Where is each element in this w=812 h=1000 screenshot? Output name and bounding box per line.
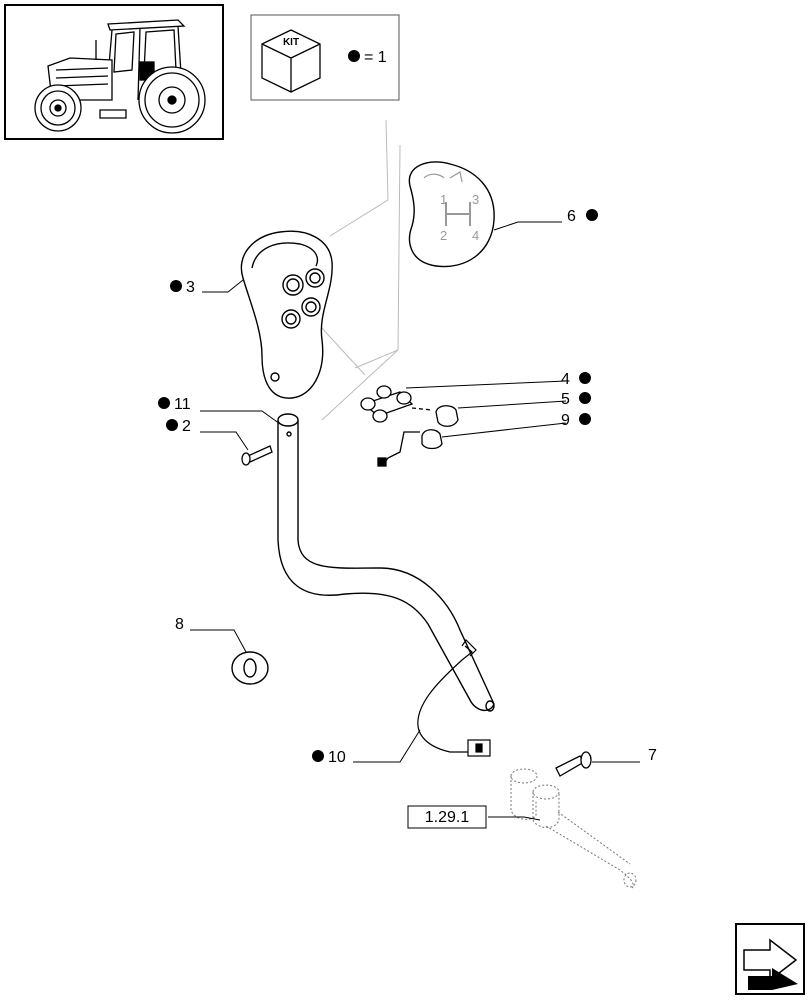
gear-plate: 1 2 3 4 [408, 161, 495, 268]
leader-lines [190, 221, 640, 821]
kit-bullet-icon [586, 209, 598, 221]
callout-11: 11 [174, 396, 191, 413]
wire-harness [417, 639, 491, 757]
kit-bullet-icon [166, 419, 178, 431]
callout-8: 8 [175, 616, 184, 633]
kit-bullet-icon [579, 372, 591, 384]
button-set [360, 385, 459, 467]
callout-5: 5 [561, 391, 570, 408]
washer-8 [231, 651, 269, 685]
shift-lever [277, 413, 495, 712]
kit-bullet-icon [579, 392, 591, 404]
kit-bullet-icon [312, 750, 324, 762]
callout-7: 7 [648, 747, 657, 764]
callout-2: 2 [182, 418, 191, 435]
plate-digit-3: 3 [472, 192, 479, 207]
plate-digit-4: 4 [472, 228, 479, 243]
kit-equals-text: = 1 [364, 49, 387, 66]
plate-digit-1: 1 [440, 192, 447, 207]
callouts: 3 6 4 5 9 11 2 8 10 7 [158, 208, 657, 766]
callout-6: 6 [567, 208, 576, 225]
kit-legend: KIT = 1 [250, 14, 400, 101]
kit-bullet-icon [579, 413, 591, 425]
next-page-arrow-icon[interactable] [735, 923, 805, 995]
kit-cube-icon [261, 29, 321, 93]
screw-7 [555, 751, 592, 777]
kit-bullet-icon [158, 397, 170, 409]
screw-2 [241, 445, 273, 466]
plate-digit-2: 2 [440, 228, 447, 243]
callout-4: 4 [561, 371, 570, 388]
callout-9: 9 [561, 412, 570, 429]
tractor-thumbnail-icon [34, 19, 206, 134]
kit-bullet-icon [170, 280, 182, 292]
gear-knob [240, 230, 333, 399]
kit-label: KIT [283, 37, 299, 48]
reference-box[interactable]: 1.29.1 [407, 805, 487, 829]
callout-10: 10 [328, 749, 346, 766]
reference-box-label[interactable]: 1.29.1 [425, 809, 470, 826]
callout-3: 3 [186, 279, 195, 296]
kit-bullet-icon [348, 50, 360, 62]
tractor-thumbnail [4, 4, 224, 140]
lever-bracket [510, 768, 637, 889]
